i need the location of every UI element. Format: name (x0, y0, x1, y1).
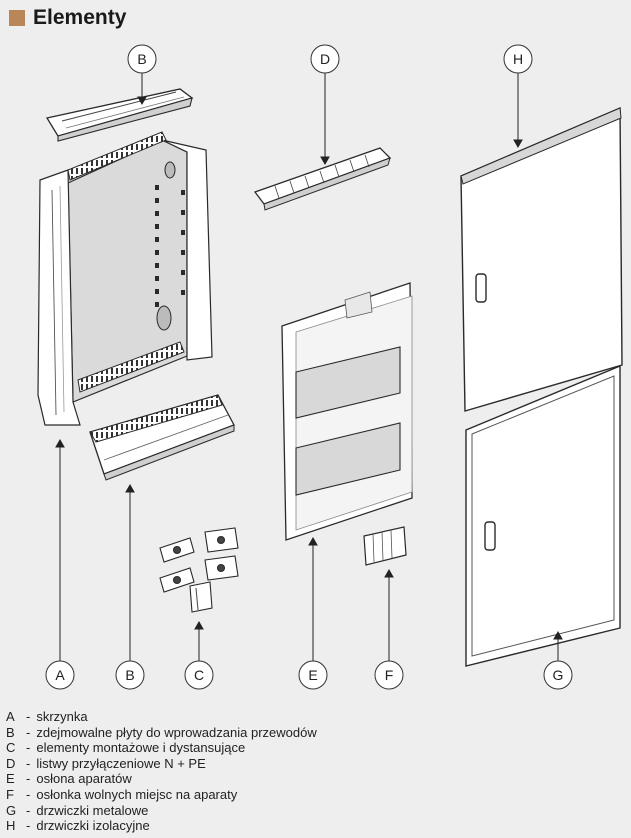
callout-c-label: C (194, 667, 204, 683)
callout-f-label: F (385, 667, 394, 683)
legend-key: D (6, 755, 16, 771)
legend-key: E (6, 771, 15, 787)
exploded-diagram: B D H A B C E F G (37, 44, 623, 690)
callout-b-bottom-label: B (125, 667, 134, 683)
legend-dash: - (26, 740, 31, 756)
callout-c: C (184, 660, 214, 690)
legend-dash: - (26, 802, 31, 818)
legend-dash: - (26, 724, 31, 740)
legend: A - skrzynka B - zdejmowalne płyty do wp… (6, 709, 317, 834)
callout-f: F (374, 660, 404, 690)
legend-key: B (6, 724, 15, 740)
legend-text: zdejmowalne płyty do wprowadzania przewo… (36, 724, 317, 740)
legend-row-e: E - osłona aparatów (6, 771, 317, 787)
legend-key: C (6, 740, 16, 756)
legend-key: A (6, 709, 15, 724)
callout-d-label: D (320, 51, 330, 67)
legend-text: listwy przyłączeniowe N + PE (36, 755, 206, 771)
legend-text: osłona aparatów (36, 771, 132, 787)
part-h-insulating-door (460, 106, 623, 412)
part-e-device-cover (281, 282, 413, 541)
part-d-terminal-strip (253, 147, 392, 211)
legend-row-g: G - drzwiczki metalowe (6, 803, 317, 819)
part-b-top-plate (45, 88, 194, 142)
callout-h: H (503, 44, 533, 74)
callout-a: A (45, 660, 75, 690)
part-f-blanking-strip (363, 526, 407, 566)
callout-h-label: H (513, 51, 523, 67)
legend-text: drzwiczki izolacyjne (36, 818, 150, 834)
legend-text: drzwiczki metalowe (36, 802, 149, 818)
legend-dash: - (26, 818, 31, 834)
page-title: Elementy (9, 6, 126, 30)
legend-dash: - (26, 771, 31, 787)
part-c-mounting-elements (159, 527, 239, 613)
legend-dash: - (26, 709, 31, 724)
part-b-bottom-plate (89, 394, 235, 481)
leader-lines (55, 70, 563, 663)
legend-row-b: B - zdejmowalne płyty do wprowadzania pr… (6, 725, 317, 741)
title-accent-square (9, 10, 25, 26)
callout-b-bottom: B (115, 660, 145, 690)
callout-d: D (310, 44, 340, 74)
legend-text: skrzynka (36, 709, 88, 724)
legend-row-a: A - skrzynka (6, 709, 317, 725)
legend-text: elementy montażowe i dystansujące (36, 740, 246, 756)
legend-dash: - (26, 786, 31, 802)
callout-a-label: A (55, 667, 65, 683)
legend-dash: - (26, 755, 31, 771)
legend-key: F (6, 786, 14, 802)
legend-key: G (6, 802, 17, 818)
title-text: Elementy (33, 6, 127, 29)
callout-e-label: E (308, 667, 317, 683)
callout-e: E (298, 660, 328, 690)
part-a-box (37, 131, 213, 426)
legend-row-c: C - elementy montażowe i dystansujące (6, 740, 317, 756)
callout-g-label: G (553, 667, 564, 683)
legend-key: H (6, 818, 16, 834)
callout-b-top-label: B (137, 51, 146, 67)
legend-text: osłonka wolnych miejsc na aparaty (36, 786, 238, 802)
legend-row-d: D - listwy przyłączeniowe N + PE (6, 756, 317, 772)
legend-row-h: H - drzwiczki izolacyjne (6, 818, 317, 834)
legend-row-f: F - osłonka wolnych miejsc na aparaty (6, 787, 317, 803)
part-g-metal-door (465, 364, 621, 667)
callout-g: G (543, 660, 573, 690)
callout-b-top: B (127, 44, 157, 74)
